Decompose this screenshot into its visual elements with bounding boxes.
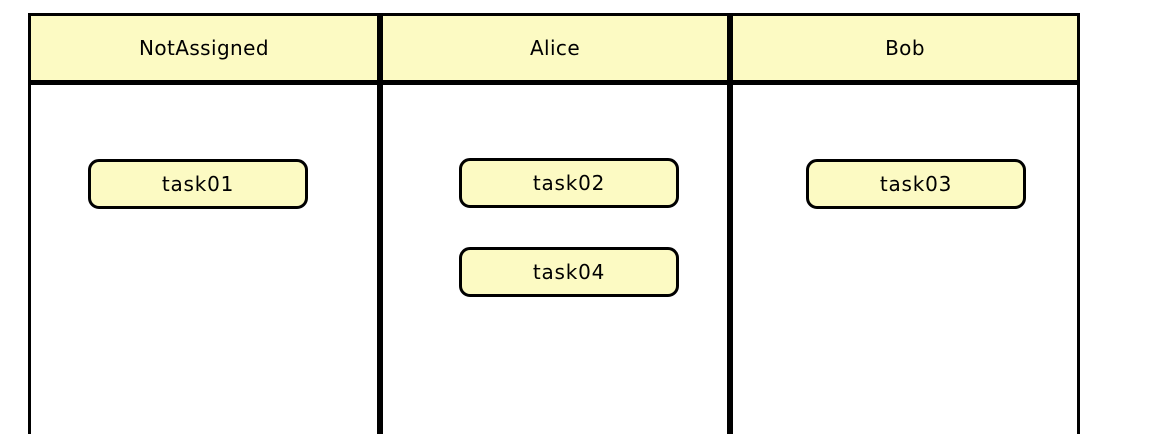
column-body-alice: task02 task04: [380, 83, 730, 434]
column-header-bob: Bob: [730, 13, 1080, 83]
task-label: task04: [532, 260, 606, 284]
column-body-bob: task03: [730, 83, 1080, 434]
task-card-task03[interactable]: task03: [806, 159, 1026, 209]
task-label: task02: [532, 171, 606, 195]
task-label: task03: [879, 172, 953, 196]
column-alice: Alice task02 task04: [380, 13, 730, 434]
task-card-task01[interactable]: task01: [88, 159, 308, 209]
task-card-task02[interactable]: task02: [459, 158, 679, 208]
column-header-notassigned: NotAssigned: [28, 13, 380, 83]
column-title: Bob: [885, 36, 925, 60]
task-label: task01: [161, 172, 235, 196]
column-notassigned: NotAssigned task01: [28, 13, 380, 434]
column-title: Alice: [529, 36, 581, 60]
task-card-task04[interactable]: task04: [459, 247, 679, 297]
column-title: NotAssigned: [139, 36, 269, 60]
column-header-alice: Alice: [380, 13, 730, 83]
column-bob: Bob task03: [730, 13, 1080, 434]
column-body-notassigned: task01: [28, 83, 380, 434]
